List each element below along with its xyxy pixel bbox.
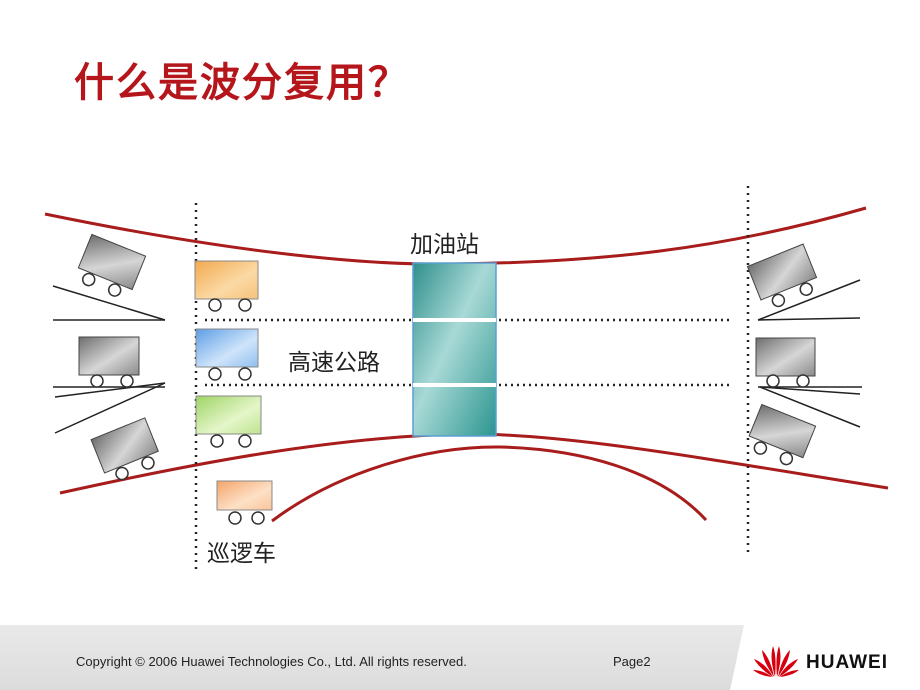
footer-copyright: Copyright © 2006 Huawei Technologies Co.… (76, 654, 467, 669)
wdm-diagram: 加油站 高速公路 巡逻车 (44, 186, 889, 570)
truck-gray-right-3 (748, 403, 817, 466)
patrol-road (271, 445, 708, 523)
truck-gray-left-2 (78, 336, 140, 388)
patrol-label: 巡逻车 (207, 541, 276, 567)
truck-orange (194, 260, 259, 312)
truck-gray-right-2 (755, 337, 816, 388)
slide-title: 什么是波分复用？ (74, 60, 410, 106)
station-label: 加油站 (410, 232, 479, 258)
page-number: Page2 (613, 654, 651, 669)
highway-label: 高速公路 (288, 350, 380, 376)
truck-green (195, 395, 262, 448)
truck-gray-left-1 (77, 233, 147, 297)
truck-blue (195, 328, 259, 381)
left-ramps (52, 285, 166, 434)
footer-logo-panel (730, 625, 920, 690)
patrol-truck (216, 480, 273, 525)
truck-gray-right-1 (746, 243, 818, 308)
huawei-brand-text: HUAWEI (806, 652, 888, 673)
huawei-logo-icon (753, 646, 799, 677)
station (412, 262, 497, 437)
truck-gray-left-3 (90, 417, 159, 481)
